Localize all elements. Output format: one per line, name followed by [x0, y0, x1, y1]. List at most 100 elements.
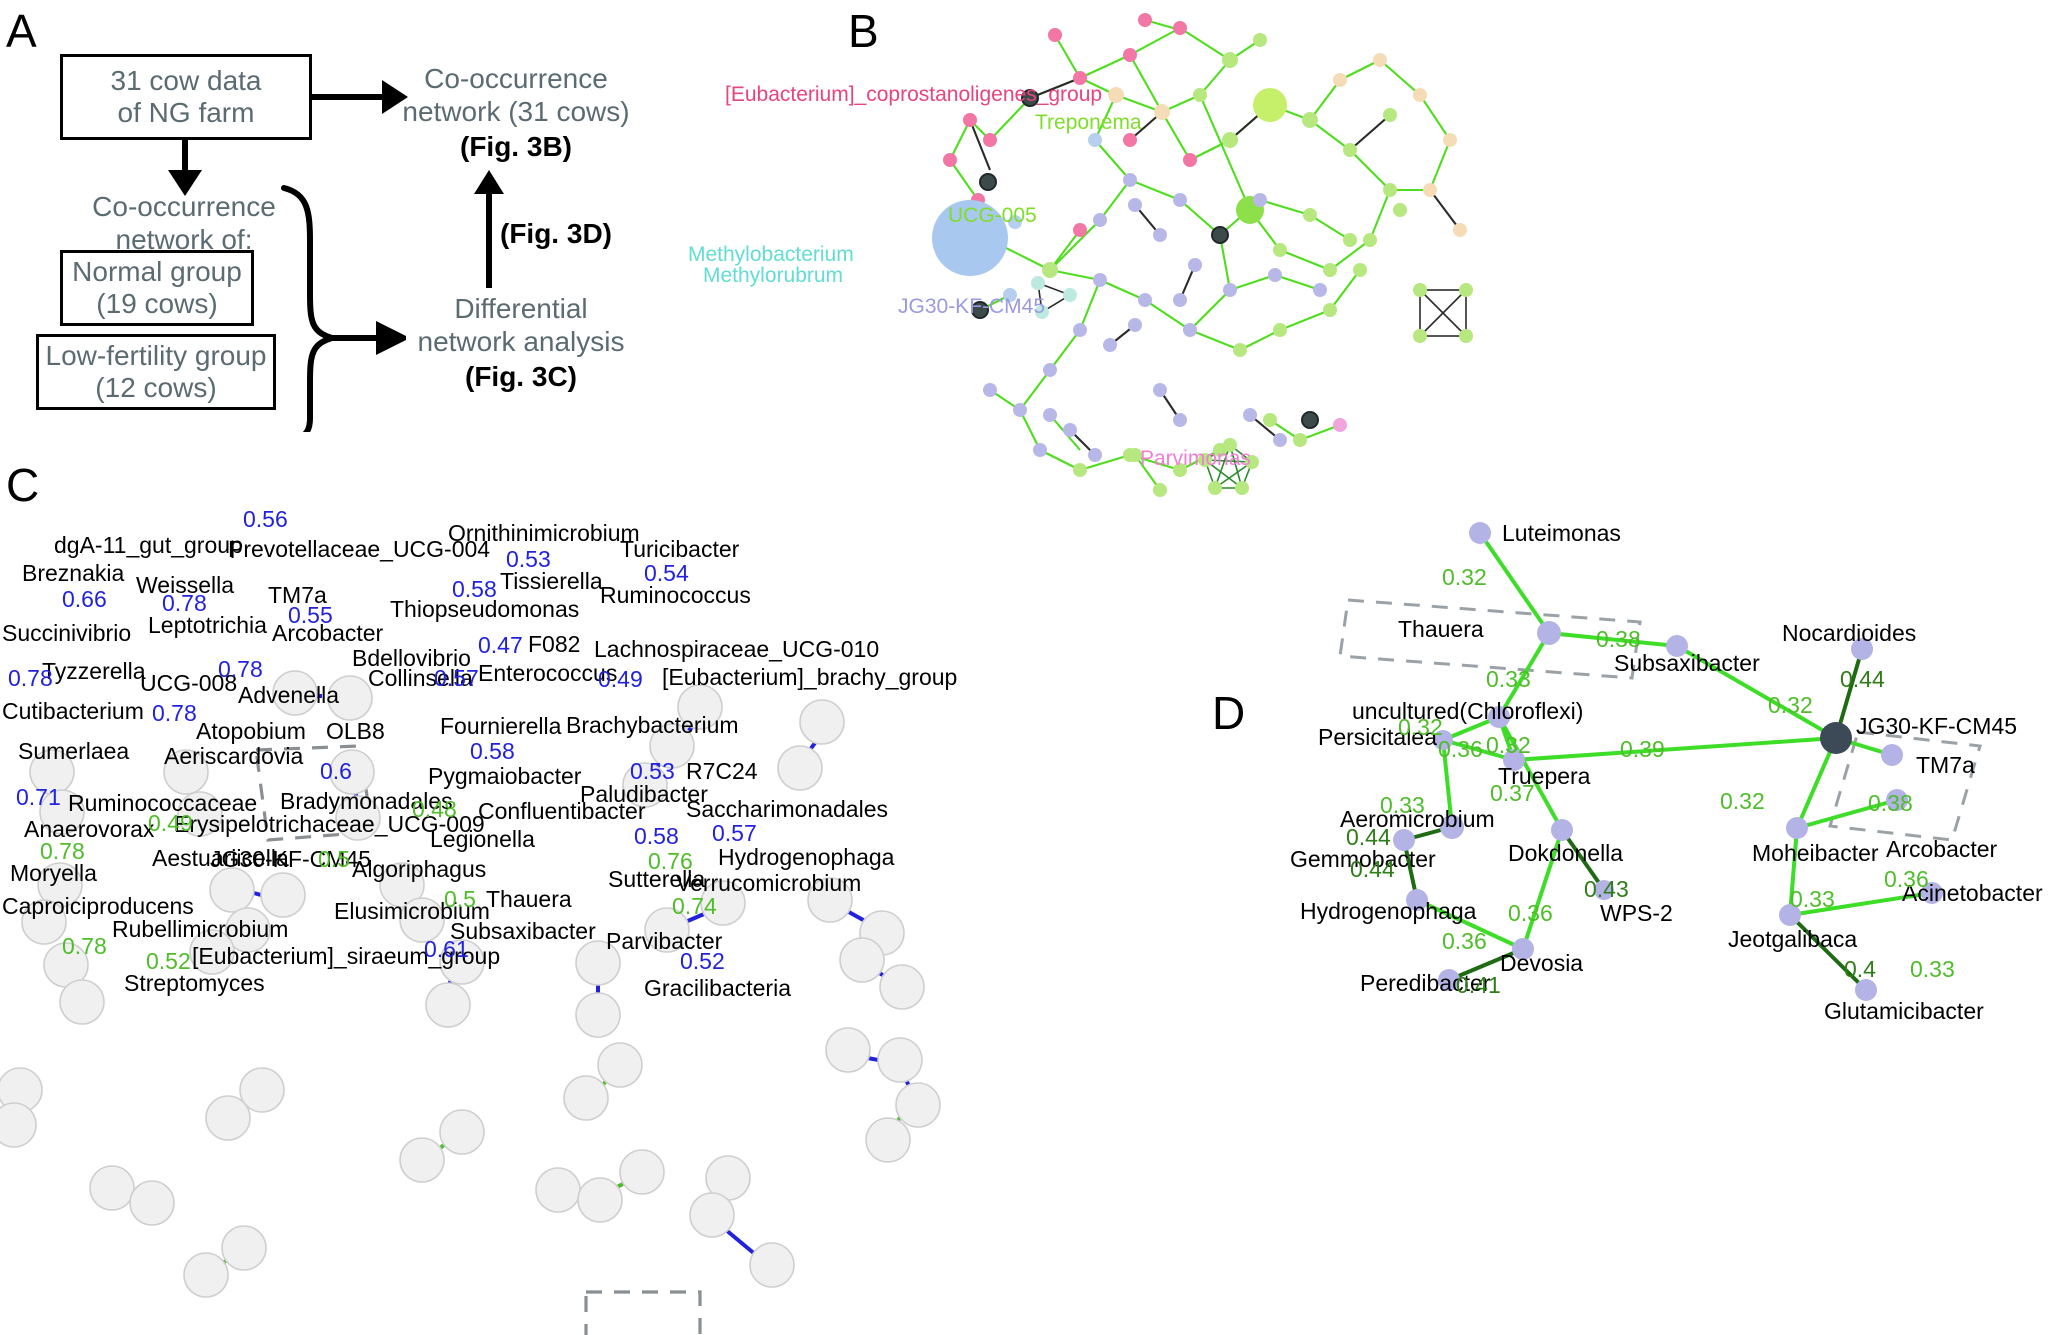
panel-c-nodes [0, 670, 941, 1298]
panel-b-clique-right [1419, 289, 1467, 337]
label-methylorubrum: Methylorubrum [703, 264, 844, 287]
panel-letter-a: A [6, 5, 37, 57]
weight-weissella-leptotrichia: 0.78 [162, 590, 207, 616]
weight-nocardioides-jg30: 0.44 [1840, 666, 1885, 692]
label-ornithinimicrobium: Ornithinimicrobium [448, 520, 640, 546]
differential-network-text: Differential network analysis (Fig. 3C) [396, 292, 646, 393]
label-confluentibacter: Confluentibacter [478, 798, 646, 824]
label-sutterella: Sutterella [608, 866, 706, 892]
weight-truepera-jg30: 0.39 [1620, 736, 1665, 762]
label-ucg-005: UCG-005 [948, 204, 1037, 227]
label-bdellovibrio: Bdellovibrio [352, 645, 471, 671]
weight-hydrogenophaga-verrucomicrobium: 0.76 [648, 848, 693, 874]
label-thauera-panel-d: Thauera [1398, 616, 1484, 642]
panel-d-nodes [1393, 522, 1943, 1001]
weight-dga11-prevotellaceae: 0.56 [243, 506, 288, 532]
label-arcobacter-panel-c: Arcobacter [272, 620, 384, 646]
label-moryella: Moryella [10, 860, 97, 886]
label-lachnospiraceae-ucg-010: Lachnospiraceae_UCG-010 [594, 636, 880, 662]
label-treponema: Treponema [1035, 111, 1142, 134]
weight-peredibacter-devosia: 0.41 [1456, 972, 1501, 998]
label-truepera: Truepera [1498, 763, 1591, 789]
label-eubacterium-siraeum-group: [Eubacterium]_siraeum_group [192, 943, 501, 969]
arrow-head-right-1 [382, 80, 408, 114]
label-caproiciproducens: Caproiciproducens [2, 893, 194, 919]
label-enterococcus: Enterococcus [478, 660, 618, 686]
label-jg30-kf-cm45-panel-b: JG30-KF-CM45 [898, 295, 1046, 318]
weight-sutterella-parvibacter: 0.74 [672, 893, 717, 919]
label-persicitalea: Persicitalea [1318, 724, 1437, 750]
panel-b-nodes [932, 13, 1473, 497]
label-ruminococcus: Ruminococcus [600, 582, 751, 608]
weight-subsaxibacter-jg30: 0.32 [1768, 692, 1813, 718]
label-pygmaiobacter: Pygmaiobacter [428, 763, 582, 789]
weight-caproiciproducens-rubellimicrobium: 0.78 [62, 933, 107, 959]
label-sumerlaea: Sumerlaea [18, 738, 130, 764]
weight-anaerovorax-moryella: 0.78 [40, 838, 85, 864]
weight-erysipelotrichaceae-aestuariicella: 0.49 [148, 810, 193, 836]
weight-uncultured-truepera: 0.32 [1486, 732, 1531, 758]
weight-hydrogenophaga-devosia: 0.36 [1442, 928, 1487, 954]
label-verrucomicrobium: Verrucomicrobium [676, 870, 862, 896]
label-saccharimonadales: Saccharimonadales [686, 796, 889, 822]
normal-group-line2: (19 cows) [96, 288, 218, 319]
weight-jg30-algoriphagus: 0.5 [318, 846, 350, 872]
weight-olb8-bradymonadales: 0.6 [320, 758, 352, 784]
label-subsaxibacter-panel-d: Subsaxibacter [1614, 650, 1760, 676]
weight-jg30-tm7a: 0.38 [1868, 790, 1913, 816]
label-wps-2: WPS-2 [1600, 900, 1673, 926]
label-ucg-008: UCG-008 [140, 670, 238, 696]
weight-eubacterium-siraeum-streptomyces: 0.52 [146, 948, 191, 974]
weight-fournierella-pygmaiobacter: 0.58 [470, 738, 515, 764]
label-advenella: Advenella [238, 682, 340, 708]
cow-data-line1: 31 cow data [110, 64, 262, 96]
label-aeromicrobium: Aeromicrobium [1340, 806, 1495, 832]
weight-uncultured-dokdonella: 0.37 [1490, 780, 1535, 806]
weight-gemmobacter-aeromicrobium: 0.44 [1346, 824, 1391, 850]
label-tissierella: Tissierella [500, 568, 603, 594]
dashed-box-thauera-subsaxibacter-d [1338, 598, 1642, 680]
weight-dokdonella-wps2: 0.43 [1584, 876, 1629, 902]
label-brachybacterium: Brachybacterium [566, 712, 739, 738]
weight-jg30-moheibacter: 0.32 [1720, 788, 1765, 814]
label-f082: F082 [528, 631, 581, 657]
label-thiopseudomonas: Thiopseudomonas [390, 596, 580, 622]
cooccurrence-of-line2: network of: [115, 224, 253, 256]
label-devosia: Devosia [1500, 950, 1584, 976]
weight-paludibacter-saccharimonadales: 0.58 [634, 823, 679, 849]
fig-3b-ref: (Fig. 3B) [460, 131, 572, 163]
low-fertility-line2: (12 cows) [95, 372, 217, 403]
low-fertility-group-box: Low-fertility group (12 cows) [36, 334, 276, 410]
label-hydrogenophaga-panel-d: Hydrogenophaga [1300, 898, 1477, 924]
label-breznakia: Breznakia [22, 560, 125, 586]
arrow-line-up-1 [486, 192, 492, 288]
label-anaerovorax: Anaerovorax [24, 816, 155, 842]
cow-data-box: 31 cow data of NG farm [60, 54, 312, 140]
weight-subsaxibacter-thauera-c: 0.5 [444, 886, 476, 912]
weight-turicibacter-ruminococcus: 0.54 [644, 560, 689, 586]
weight-thauera-uncultured: 0.33 [1486, 666, 1531, 692]
weight-tyzzerella-cutibacterium: 0.78 [8, 665, 53, 691]
label-tm7a-panel-d: TM7a [1916, 752, 1975, 778]
label-turicibacter: Turicibacter [620, 536, 740, 562]
label-erysipelotrichaceae-ucg-009: Erysipelotrichaceae_UCG-009 [174, 811, 485, 837]
weight-arcobacter-moheibacter: 0.36 [1884, 866, 1929, 892]
label-ruminococcaceae: Ruminococcaceae [68, 790, 258, 816]
panel-letter-c: C [6, 459, 40, 511]
panel-d-network [1338, 522, 1982, 1001]
panel-c-green-edges [16, 1068, 908, 1272]
label-parvibacter: Parvibacter [606, 928, 723, 954]
dashed-box-tm7a-arcobacter-c [254, 744, 374, 842]
cooccurrence-of-line1: Co-occurrence [92, 191, 276, 222]
panel-letter-b: B [848, 5, 879, 57]
cooccurrence-network-of-text: Co-occurrence network of: [52, 190, 316, 256]
label-elusimicrobium: Elusimicrobium [334, 898, 490, 924]
fig-3d-ref: (Fig. 3D) [500, 218, 612, 249]
weight-persicitalea-uncultured: 0.32 [1398, 714, 1443, 740]
panel-b-triangle-cluster [1037, 281, 1072, 314]
differential-line1: Differential [454, 293, 588, 324]
label-rubellimicrobium: Rubellimicrobium [112, 916, 289, 942]
label-olb8: OLB8 [326, 718, 385, 744]
low-fertility-line1: Low-fertility group [45, 339, 267, 371]
